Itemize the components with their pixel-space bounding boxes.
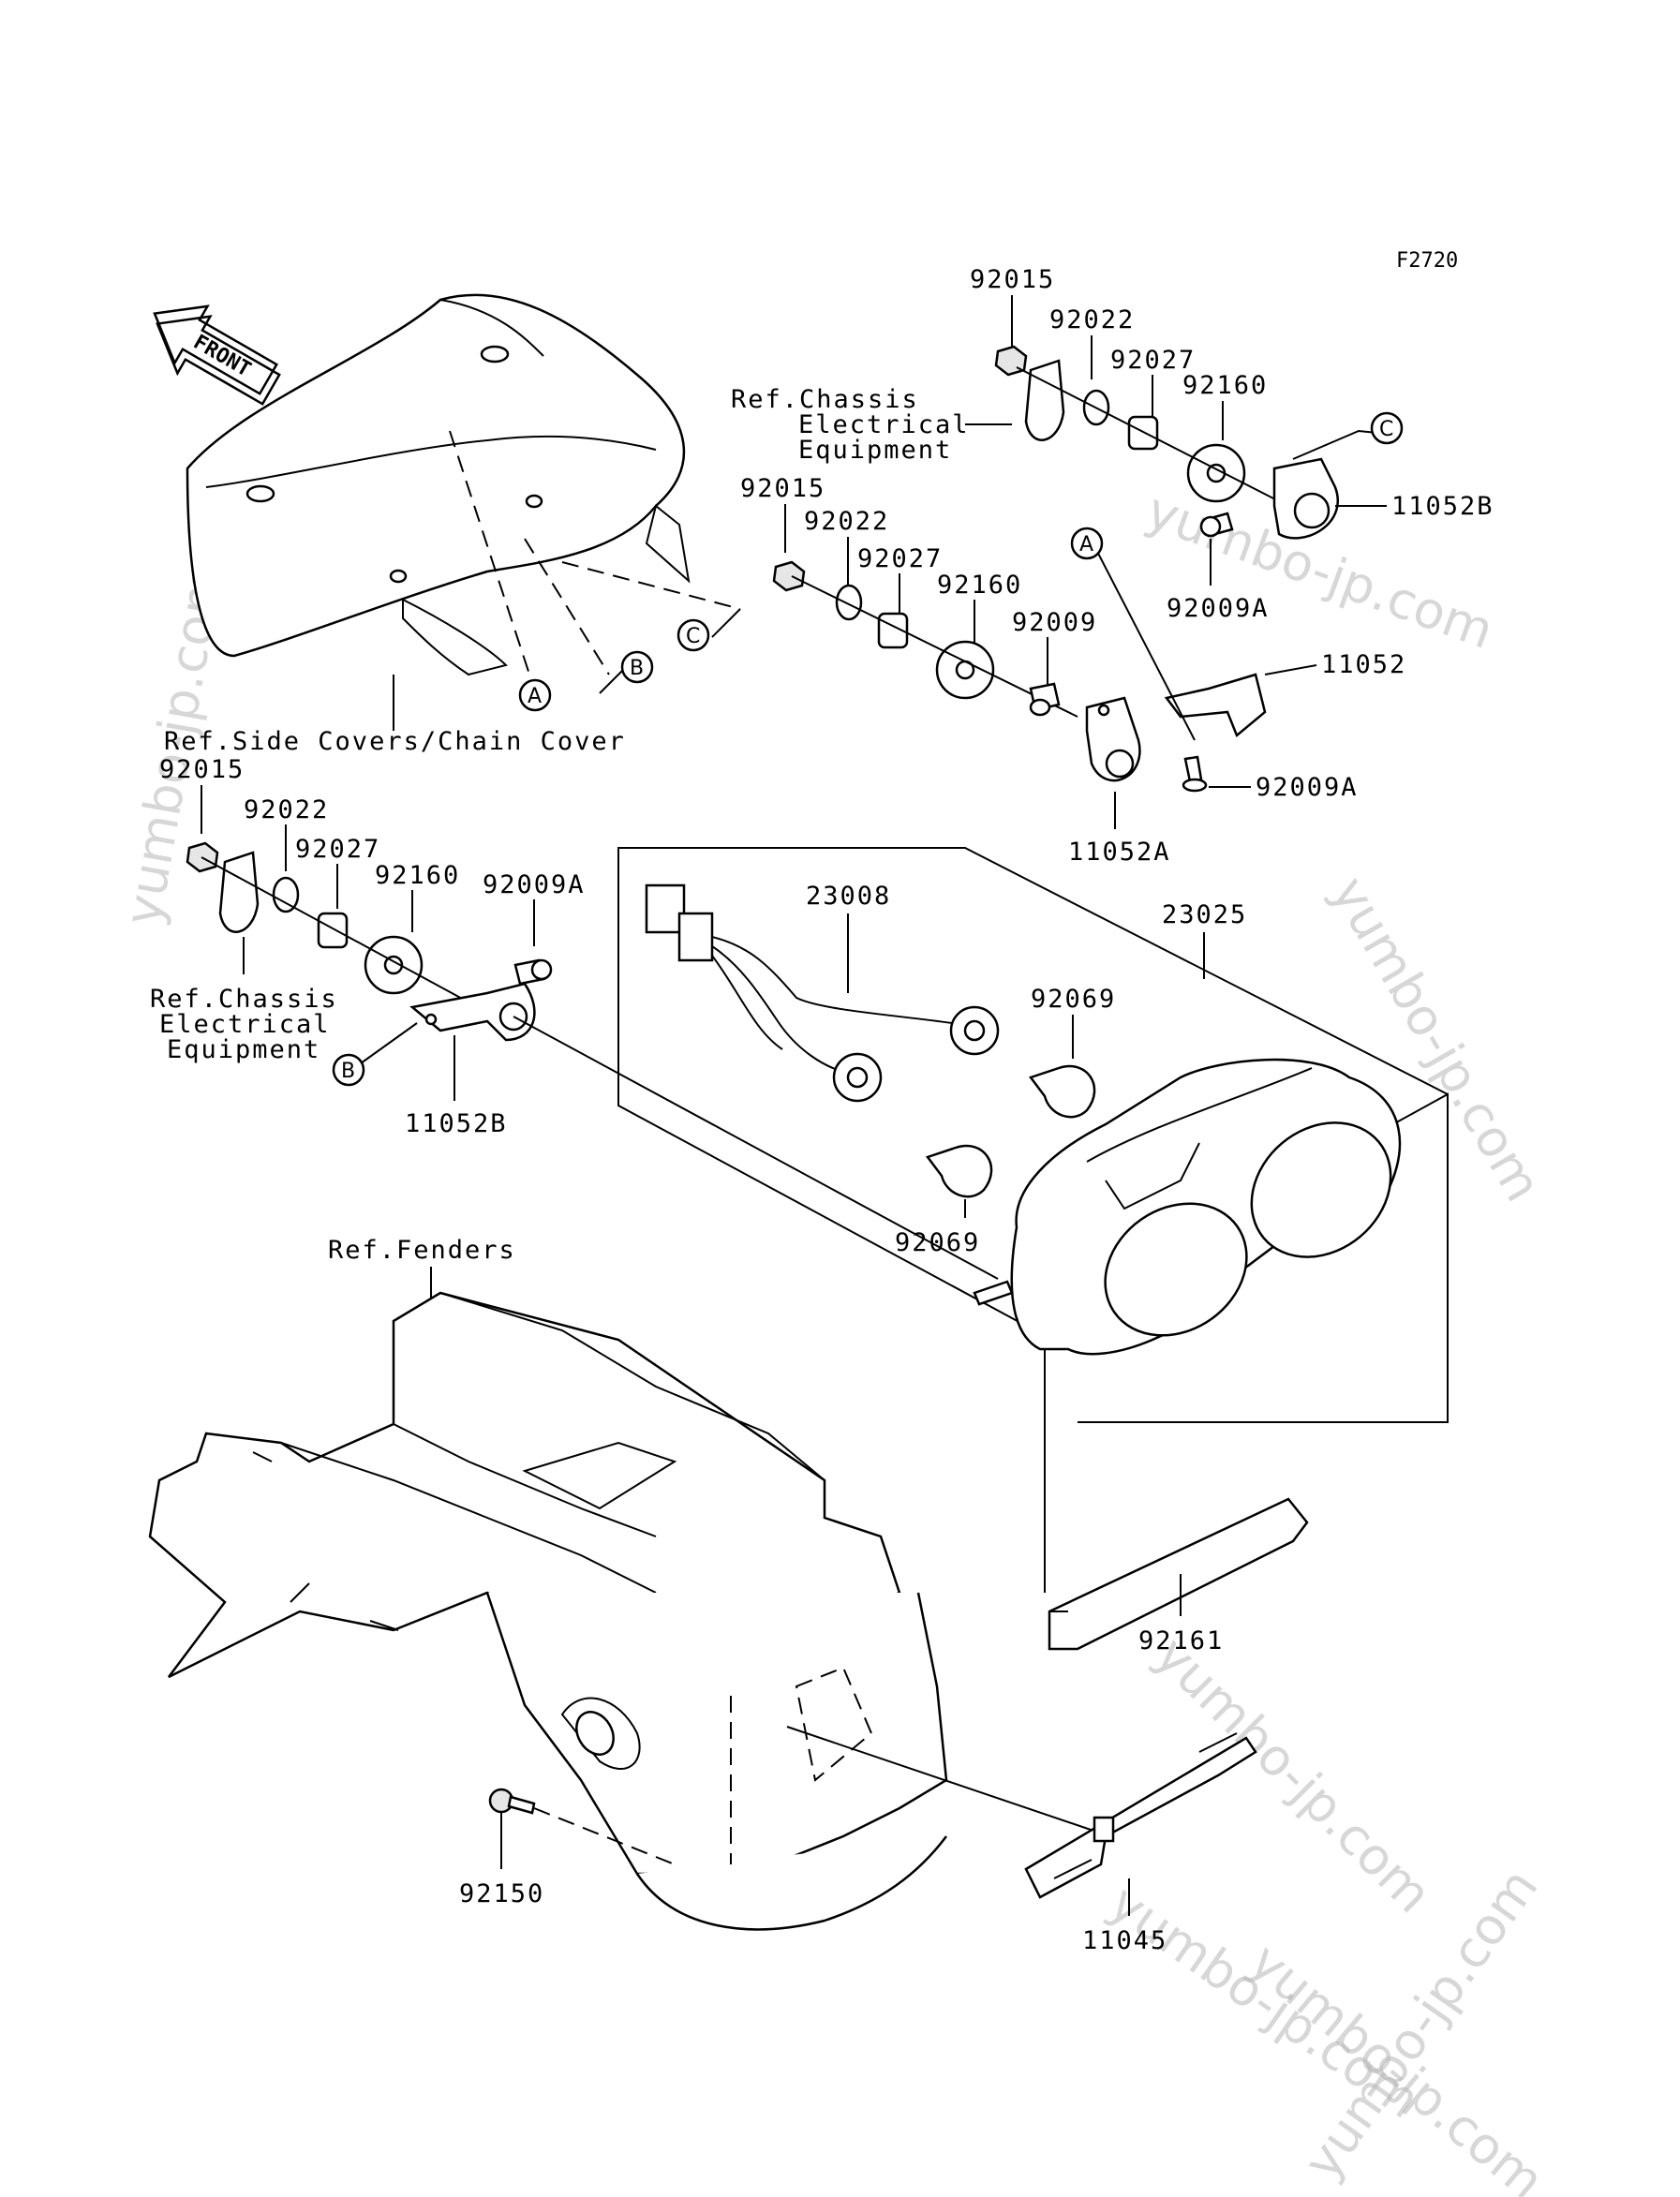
callout-b-left-text: B xyxy=(341,1060,355,1083)
label-23008: 23008 xyxy=(806,882,891,911)
ref-fenders-label: Ref.Fenders xyxy=(328,1236,516,1265)
label-92069-b: 92069 xyxy=(895,1228,980,1257)
ref-chassis-left-2: Electrical xyxy=(159,1010,331,1039)
callout-c-cowl: C xyxy=(676,618,710,652)
top-hardware-stack: 92015 92022 92027 92160 Ref.Chassis Elec… xyxy=(731,265,1494,623)
figure-code: F2720 xyxy=(1396,249,1458,273)
seat-cowl xyxy=(186,293,741,731)
clamp-left xyxy=(218,851,260,933)
callout-b-cowl: B xyxy=(620,650,654,684)
ref-chassis-left-3: Equipment xyxy=(167,1035,320,1064)
label-92015-left: 92015 xyxy=(159,755,245,784)
callout-b-cowl-text: B xyxy=(630,657,644,680)
left-hardware-stack: 92015 92022 92027 92160 92009A B 11052B … xyxy=(150,755,999,1280)
ref-chassis-top-2: Electrical xyxy=(798,410,970,439)
callout-a-mid: A xyxy=(1070,527,1104,560)
callout-c-top-text: C xyxy=(1379,418,1393,441)
label-92015-top: 92015 xyxy=(970,265,1055,294)
license-bracket-11045: 11045 xyxy=(786,1726,1257,1955)
lens-right xyxy=(1250,1121,1392,1258)
screw-92150: 92150 xyxy=(459,1788,676,1908)
harness-wires xyxy=(711,936,971,1027)
label-23025: 23025 xyxy=(1162,900,1247,929)
washer-92022-mid xyxy=(835,584,863,621)
bracket-11052-mid xyxy=(1164,673,1267,738)
label-92160-left: 92160 xyxy=(375,861,460,890)
callout-a-cowl: A xyxy=(518,678,552,712)
lens-left xyxy=(1104,1202,1248,1337)
label-92069-a: 92069 xyxy=(1031,985,1116,1014)
ref-chassis-top-3: Equipment xyxy=(798,436,952,465)
label-92015-mid: 92015 xyxy=(740,474,825,503)
label-92027-left: 92027 xyxy=(295,835,380,864)
label-11052B-top: 11052B xyxy=(1391,492,1494,521)
label-92009-mid: 92009 xyxy=(1012,608,1097,637)
label-11052A-mid: 11052A xyxy=(1068,838,1171,867)
label-11052B-left: 11052B xyxy=(405,1109,508,1138)
rear-fender: Ref.Fenders xyxy=(148,1236,948,1931)
washer-92022-left xyxy=(272,876,300,913)
callout-a-cowl-text: A xyxy=(528,685,542,708)
label-92022-left: 92022 xyxy=(244,795,329,824)
bulb-92069-b xyxy=(925,1144,993,1198)
label-92009A-top: 92009A xyxy=(1167,594,1270,623)
label-92160-top: 92160 xyxy=(1182,371,1268,400)
clamp-top xyxy=(1024,359,1065,441)
label-92009A-left: 92009A xyxy=(483,870,586,899)
bulb-92069-a xyxy=(1028,1064,1096,1119)
label-11045: 11045 xyxy=(1082,1926,1167,1955)
screw-tail-lamp xyxy=(973,1280,1014,1306)
callout-b-left: B xyxy=(332,1053,365,1087)
ref-side-covers-label: Ref.Side Covers/Chain Cover xyxy=(164,727,626,756)
label-92027-mid: 92027 xyxy=(857,544,943,573)
callout-c-cowl-text: C xyxy=(686,625,700,648)
ref-chassis-top-1: Ref.Chassis xyxy=(731,385,919,414)
label-92161: 92161 xyxy=(1138,1626,1224,1655)
ref-chassis-left-1: Ref.Chassis xyxy=(150,985,338,1014)
label-92160-mid: 92160 xyxy=(937,571,1022,600)
tail-lamp-assembly: 23025 23008 92069 92069 xyxy=(617,847,1449,1433)
bracket-bar-92161: 92161 xyxy=(1044,1433,1309,1655)
label-11052-mid: 11052 xyxy=(1321,650,1406,679)
middle-hardware-stack: 92015 92022 92027 92160 92009 11052A 110… xyxy=(740,474,1406,867)
collar-92027-left xyxy=(317,912,349,949)
label-92022-mid: 92022 xyxy=(804,507,889,536)
label-92027-top: 92027 xyxy=(1110,346,1196,375)
bolt-92009A-mid xyxy=(1183,755,1203,783)
connector-23008 xyxy=(645,883,686,934)
callout-c-top: C xyxy=(1370,411,1404,445)
label-92009A-mid: 92009A xyxy=(1256,773,1359,802)
label-92150: 92150 xyxy=(459,1879,544,1908)
callout-a-mid-text: A xyxy=(1079,533,1093,557)
front-arrow-icon: FRONT xyxy=(153,304,281,406)
nut-92015-mid xyxy=(772,560,806,592)
label-92022-top: 92022 xyxy=(1049,305,1135,334)
